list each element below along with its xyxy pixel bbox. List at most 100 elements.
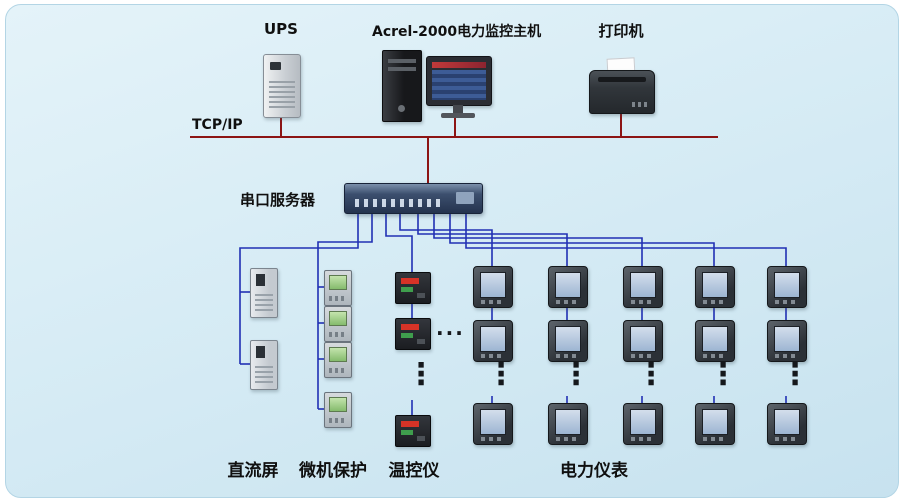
serial-server-ports xyxy=(355,199,441,207)
meter-screen xyxy=(555,326,581,352)
meter-keys xyxy=(631,437,655,441)
temp-keys xyxy=(417,339,425,344)
power-meter-device xyxy=(767,403,807,445)
meter-keys xyxy=(631,300,655,304)
protection-device xyxy=(324,342,352,378)
vertical-ellipsis: ⋮ xyxy=(561,357,591,392)
meter-keys xyxy=(481,437,505,441)
ups-vents xyxy=(269,81,295,111)
printer-label: 打印机 xyxy=(598,22,644,40)
temp-controller-label: 温控仪 xyxy=(388,461,440,481)
meter-screen xyxy=(480,272,506,298)
protection-device xyxy=(324,306,352,342)
power-meter-device xyxy=(548,266,588,308)
tower-drive-slot xyxy=(388,67,416,71)
dc-panel-window xyxy=(256,274,265,286)
temp-controller-device xyxy=(395,415,431,447)
monitor-screen-header xyxy=(432,62,486,68)
power-meter-device xyxy=(548,320,588,362)
temp-display-green xyxy=(401,287,413,292)
meter-screen xyxy=(630,272,656,298)
temp-display-green xyxy=(401,333,413,338)
meter-screen xyxy=(480,326,506,352)
meter-keys xyxy=(775,300,799,304)
printer-tray xyxy=(598,77,646,82)
horizontal-ellipsis: ... xyxy=(436,316,465,340)
power-meter-device xyxy=(473,403,513,445)
meter-screen xyxy=(702,272,728,298)
dc-panel-vents xyxy=(255,366,273,384)
dc-panel-device xyxy=(250,268,278,318)
meter-screen xyxy=(702,409,728,435)
meter-screen xyxy=(630,409,656,435)
meter-screen xyxy=(774,272,800,298)
meter-keys xyxy=(703,437,727,441)
protection-keys xyxy=(329,418,347,423)
protection-keys xyxy=(329,296,347,301)
protection-keys xyxy=(329,368,347,373)
temp-keys xyxy=(417,293,425,298)
meter-screen xyxy=(774,326,800,352)
meter-keys xyxy=(775,437,799,441)
tower-power-button xyxy=(398,105,405,112)
host-tower xyxy=(382,50,422,122)
protection-keys xyxy=(329,332,347,337)
meter-keys xyxy=(631,354,655,358)
meter-keys xyxy=(556,437,580,441)
ups-device xyxy=(263,54,301,118)
power-meter-device xyxy=(695,403,735,445)
temp-display-red xyxy=(401,324,419,330)
protection-screen xyxy=(329,275,347,290)
host-monitor xyxy=(426,56,492,106)
vertical-ellipsis: ⋮ xyxy=(780,357,810,392)
tower-drive-slot xyxy=(388,59,416,63)
printer-device xyxy=(589,70,655,114)
protection-label: 微机保护 xyxy=(299,461,367,481)
dc-panel-label: 直流屏 xyxy=(227,461,279,481)
meter-keys xyxy=(703,300,727,304)
vertical-ellipsis: ⋮ xyxy=(406,357,436,392)
host-label: Acrel-2000电力监控主机 xyxy=(372,24,542,40)
meter-screen xyxy=(555,409,581,435)
power-meter-device xyxy=(767,320,807,362)
protection-device xyxy=(324,392,352,428)
meter-keys xyxy=(556,354,580,358)
temp-controller-device xyxy=(395,318,431,350)
protection-device xyxy=(324,270,352,306)
temp-keys xyxy=(417,436,425,441)
serial-server-label: 串口服务器 xyxy=(240,191,316,209)
power-meter-device xyxy=(473,320,513,362)
power-meter-device xyxy=(695,320,735,362)
meter-screen xyxy=(630,326,656,352)
power-meter-device xyxy=(695,266,735,308)
temp-display-red xyxy=(401,278,419,284)
dc-panel-vents xyxy=(255,294,273,312)
serial-server-device xyxy=(344,183,483,214)
ups-display xyxy=(270,62,281,70)
meter-screen xyxy=(480,409,506,435)
meter-screen xyxy=(774,409,800,435)
dc-panel-window xyxy=(256,346,265,358)
monitor-screen xyxy=(432,70,486,100)
protection-screen xyxy=(329,311,347,326)
meter-keys xyxy=(703,354,727,358)
temp-controller-device xyxy=(395,272,431,304)
power-meter-device xyxy=(473,266,513,308)
meter-keys xyxy=(775,354,799,358)
power-meter-label: 电力仪表 xyxy=(560,461,628,481)
vertical-ellipsis: ⋮ xyxy=(708,357,738,392)
monitor-base xyxy=(441,113,475,118)
temp-display-green xyxy=(401,430,413,435)
tcpip-label: TCP/IP xyxy=(192,117,243,133)
meter-keys xyxy=(556,300,580,304)
dc-panel-device xyxy=(250,340,278,390)
power-meter-device xyxy=(767,266,807,308)
protection-screen xyxy=(329,347,347,362)
vertical-ellipsis: ⋮ xyxy=(486,357,516,392)
meter-screen xyxy=(555,272,581,298)
printer-buttons xyxy=(632,102,648,107)
meter-keys xyxy=(481,300,505,304)
meter-keys xyxy=(481,354,505,358)
vertical-ellipsis: ⋮ xyxy=(636,357,666,392)
